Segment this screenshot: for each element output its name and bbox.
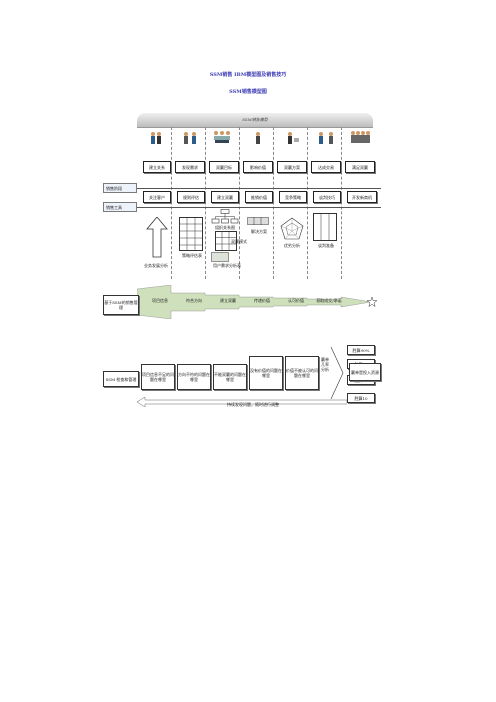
page-title: SSM销售 IBM模型图及销售技巧 <box>209 72 287 78</box>
tool-box: 谈判技巧 <box>313 191 341 203</box>
row-label-tools: 销售工具 <box>103 202 137 212</box>
org-note: 组织关系图 <box>215 225 235 230</box>
solution-icon <box>247 217 269 225</box>
org-chart-icon <box>211 209 239 224</box>
matrix-table-icon <box>179 217 203 251</box>
band-stage: 项目信息 <box>152 298 168 303</box>
matrix-note: 策略评估表 <box>182 253 202 258</box>
band-left-box: 基于SSM的销售管理 <box>103 295 139 315</box>
tool-box: 推销价值 <box>245 191 273 203</box>
people-icon <box>184 132 196 144</box>
stage-box: 建立关系 <box>143 161 171 173</box>
question-box: 没有价值的问题在哪里 <box>249 356 283 390</box>
document-icon <box>211 252 229 262</box>
question-box: 方向不符的问题在哪里 <box>177 364 211 390</box>
arrow-note: 业务发展分析 <box>144 263 168 268</box>
advantage-note: 优劣分析 <box>284 243 300 248</box>
stage-box: 达成交易 <box>311 161 341 173</box>
band-stage: 认可价值 <box>288 298 304 303</box>
group-icon <box>351 131 370 143</box>
row-label-stage: 销售阶段 <box>103 183 137 193</box>
band-stage: 传递价值 <box>254 298 270 303</box>
grid-icon <box>215 231 237 251</box>
people-icon <box>256 132 260 144</box>
ssm-diagram: SSM销售模型 建立关系 发现需求 双赢目标 影响价值 双赢方案 达成交易 满足… <box>103 113 388 407</box>
user-needs-note: 用户需求分析表 <box>213 263 241 268</box>
tool-box: 规则评估 <box>177 191 205 203</box>
tool-box: 开发新商机 <box>347 191 377 203</box>
stage-box: 发现需求 <box>175 161 205 173</box>
solution-note: 解决方案 <box>251 229 267 234</box>
resource-box: 赢单是投入资源 <box>349 363 381 381</box>
model-note: 双赢模式 <box>231 239 247 244</box>
ladder-step: 胜算90% <box>347 345 375 355</box>
funnel-icon <box>330 346 344 400</box>
feedback-note: 持续发现问题，随时进行调整 <box>227 402 279 407</box>
negotiation-table-icon <box>313 213 337 241</box>
band-stage: 建立双赢 <box>220 298 236 303</box>
tool-box: 建立双赢 <box>211 191 239 203</box>
diagram-header: SSM销售模型 <box>137 113 373 127</box>
people-icon <box>151 132 161 144</box>
tool-box: 关注客户 <box>143 191 171 203</box>
stage-box: 影响价值 <box>243 161 273 173</box>
star-icon <box>367 297 377 307</box>
progress-arrow <box>137 285 371 319</box>
up-arrow-icon <box>146 217 168 258</box>
question-box: 价值不被认可的问题在哪里 <box>285 356 319 390</box>
radar-icon <box>280 217 304 240</box>
ladder-step: 胜算10 <box>347 393 375 403</box>
stage-grid <box>137 127 373 278</box>
handshake-icon <box>319 132 333 144</box>
question-box: 不能双赢的问题在哪里 <box>213 364 247 390</box>
page-subtitle: SSM销售模型图 <box>229 89 267 95</box>
stage-box: 满足双赢 <box>345 161 375 173</box>
question-box: 项目信息不足的问题在哪里 <box>141 364 175 390</box>
funnel-label: 赢单几率分析 <box>321 357 329 372</box>
negotiation-note: 谈判准备 <box>318 243 334 248</box>
band-stage: 获取成交/承诺 <box>316 298 342 303</box>
bottom-left-box: SSM 检查和管理 <box>103 371 139 387</box>
stage-box: 双赢目标 <box>209 161 239 173</box>
stage-box: 双赢方案 <box>277 161 307 173</box>
feedback-arrow <box>137 397 347 407</box>
tool-box: 竞争策略 <box>279 191 307 203</box>
band-stage: 符合方向 <box>186 298 202 303</box>
people-icon <box>288 132 299 144</box>
meeting-icon <box>214 131 230 143</box>
